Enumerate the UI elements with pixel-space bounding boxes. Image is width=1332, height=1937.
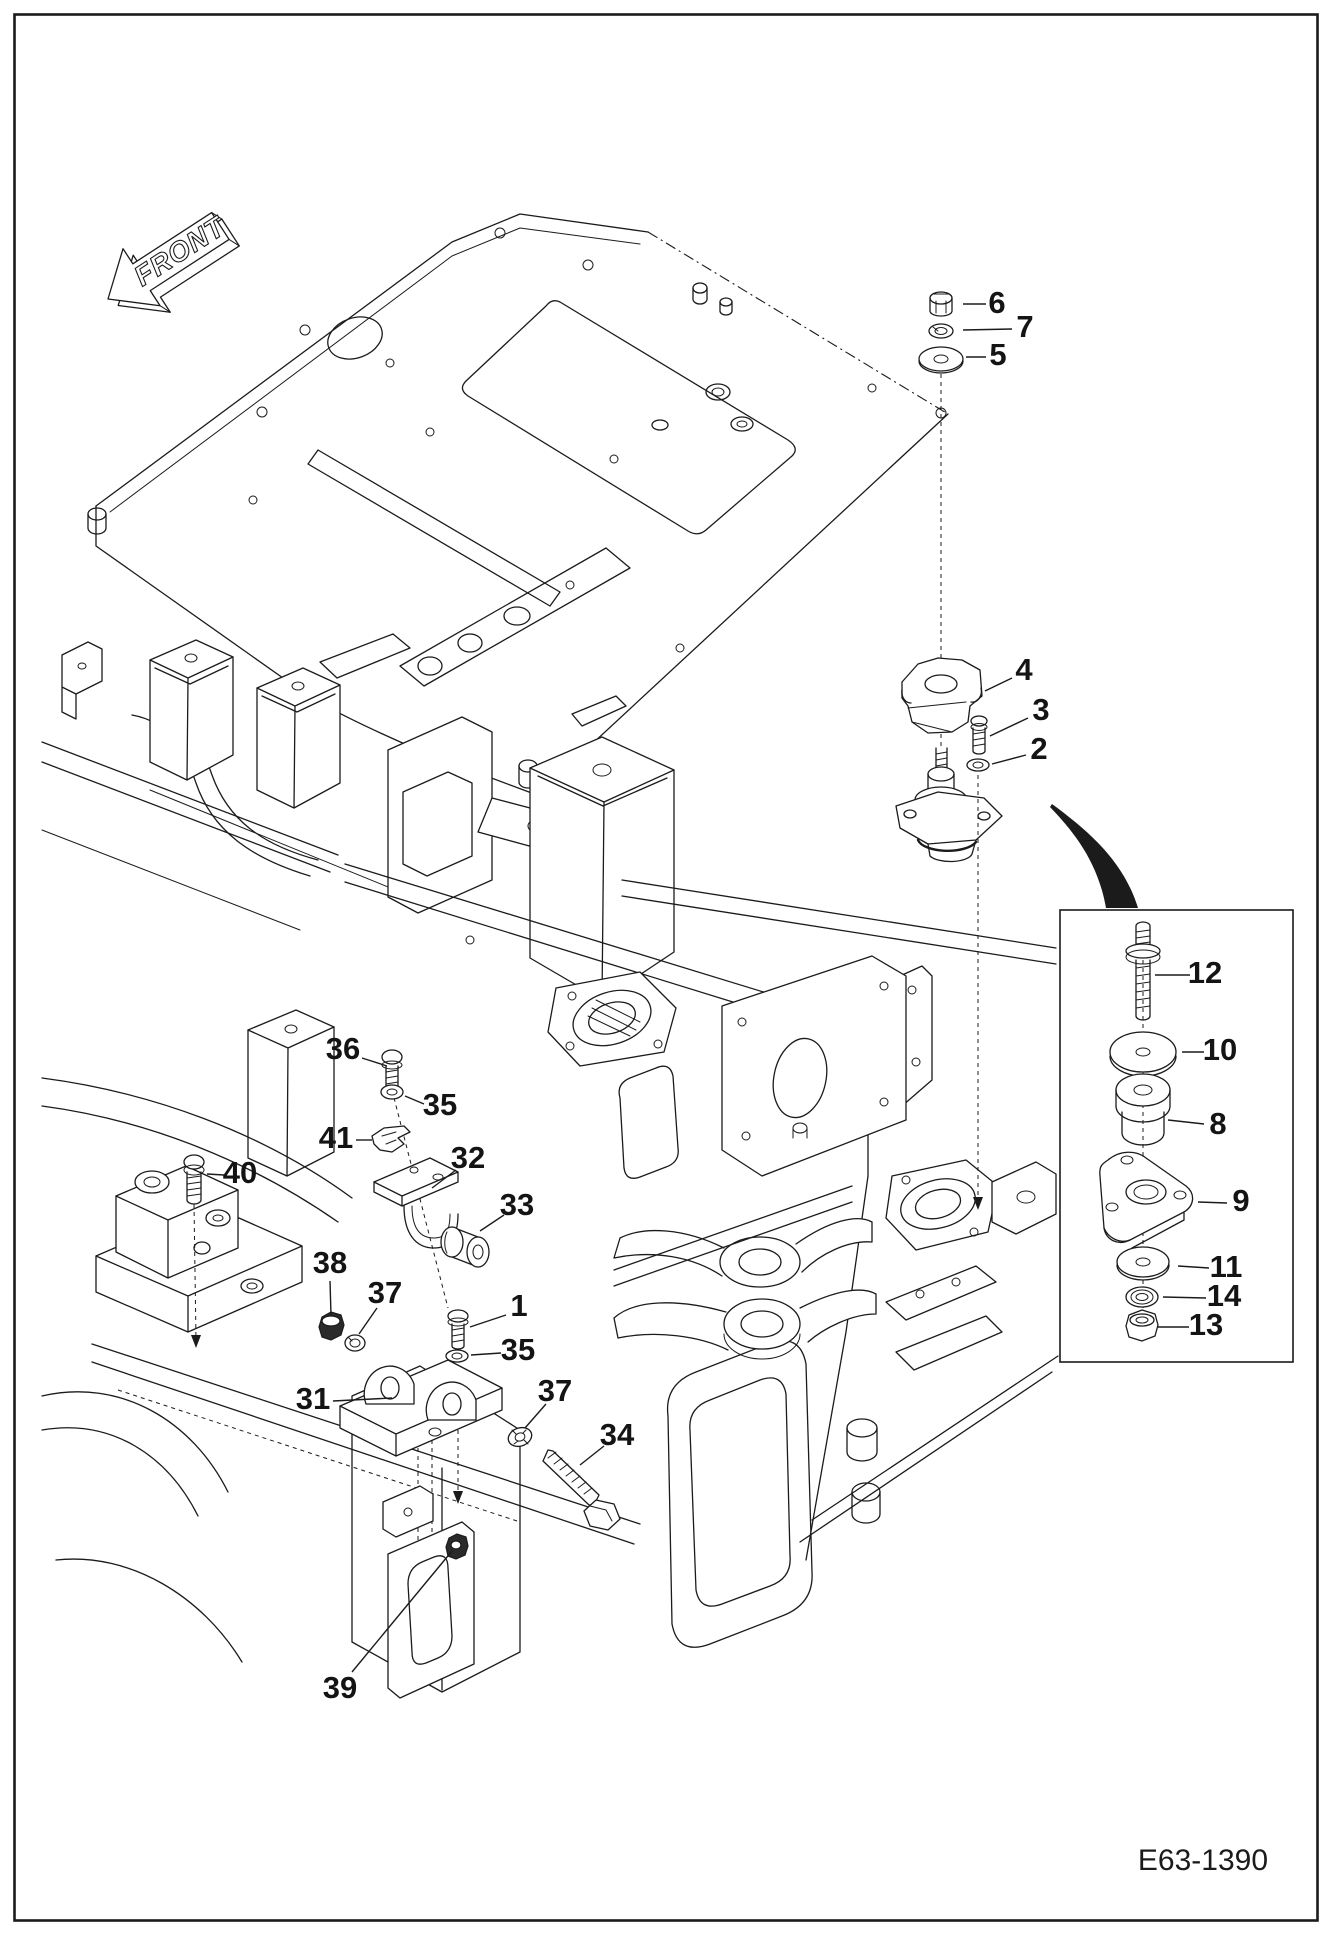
callout-label-12: 12: [1188, 955, 1222, 990]
part-8-bushing: [1115, 1073, 1171, 1146]
callout-label-35: 35: [501, 1332, 535, 1367]
callout-leader-4: [984, 677, 1013, 692]
callout-leader-35: [470, 1352, 502, 1356]
part-11-washer: [1116, 1246, 1170, 1281]
part-35-washer-b: [445, 1349, 469, 1363]
zoom-arrow: [1050, 804, 1138, 908]
callout-leader-31: [332, 1397, 393, 1402]
mount-isolator: [895, 747, 1003, 863]
callout-leader-38: [329, 1280, 332, 1316]
callout-label-11: 11: [1210, 1249, 1243, 1284]
callout-label-32: 32: [451, 1140, 485, 1175]
callout-leader-34: [579, 1445, 605, 1466]
part-39-nut: [445, 1533, 469, 1560]
callout-leader-14: [1162, 1296, 1207, 1299]
callout-label-31: 31: [296, 1381, 330, 1416]
callout-leader-37: [524, 1403, 547, 1429]
callout-leader-32: [431, 1169, 457, 1189]
callout-leader-9: [1197, 1201, 1228, 1204]
callout-label-6: 6: [988, 285, 1005, 320]
callout-label-38: 38: [313, 1245, 347, 1280]
main-frame: [41, 639, 1059, 1699]
callout-leader-1: [469, 1314, 507, 1328]
callout-label-35: 35: [423, 1087, 457, 1122]
part-34-bolt: [542, 1449, 621, 1531]
part-7-lock-washer: [928, 323, 954, 339]
callout-leader-11: [1177, 1265, 1210, 1269]
callout-label-2: 2: [1030, 731, 1047, 766]
callout-leader-3: [989, 717, 1029, 737]
callout-label-40: 40: [223, 1155, 257, 1190]
part-6-flange-nut: [929, 291, 953, 317]
callout-label-8: 8: [1209, 1106, 1226, 1141]
drawing-number: E63-1390: [1138, 1844, 1268, 1877]
callout-label-1: 1: [510, 1288, 527, 1323]
part-4-mount-bracket: [901, 657, 983, 734]
left-mount-device: [95, 1165, 303, 1333]
detail-box-border: [1059, 909, 1294, 1363]
part-3-bolt: [970, 715, 988, 755]
part-37-washer-a: [344, 1334, 366, 1352]
part-37-washer-b: [507, 1426, 533, 1448]
callout-label-13: 13: [1189, 1307, 1223, 1342]
part-40-bolt: [183, 1154, 205, 1348]
callout-leader-33: [479, 1214, 505, 1232]
callout-label-39: 39: [323, 1670, 357, 1705]
callout-label-33: 33: [500, 1187, 534, 1222]
callout-leader-40: [206, 1173, 225, 1176]
callout-label-3: 3: [1032, 692, 1049, 727]
callout-label-36: 36: [326, 1031, 360, 1066]
part-5-washer: [918, 346, 964, 374]
part-14-lock-washer: [1125, 1286, 1159, 1308]
callout-label-5: 5: [989, 337, 1006, 372]
callout-label-4: 4: [1015, 652, 1033, 687]
callout-leader-2: [991, 754, 1027, 765]
callout-label-7: 7: [1016, 309, 1033, 344]
callout-label-37: 37: [538, 1373, 572, 1408]
part-31-bracket: [339, 1359, 503, 1457]
part-38-nut: [318, 1311, 345, 1341]
callout-leader-35: [404, 1095, 425, 1105]
callout-label-14: 14: [1207, 1278, 1242, 1313]
callout-label-34: 34: [600, 1417, 635, 1452]
part-13-nut: [1125, 1309, 1159, 1342]
part-33-bushing: [440, 1226, 490, 1268]
part-9-plate: [1099, 1151, 1194, 1249]
callout-leader-7: [962, 328, 1013, 331]
callout-label-41: 41: [319, 1120, 353, 1155]
callout-leader-39: [351, 1550, 453, 1673]
callout-label-10: 10: [1203, 1032, 1237, 1067]
part-2-washer: [966, 758, 990, 772]
callout-label-9: 9: [1232, 1183, 1249, 1218]
leader-arrowhead: [973, 1197, 983, 1210]
part-35-washer-a: [380, 1084, 404, 1100]
callout-leader-37: [358, 1307, 378, 1335]
part-12-stud: [1125, 921, 1161, 1021]
callout-label-37: 37: [368, 1275, 402, 1310]
detail-box: [1059, 909, 1294, 1363]
part-1-bolt: [447, 1309, 469, 1504]
callout-leader-8: [1167, 1119, 1205, 1125]
callout-leader-36: [361, 1057, 388, 1067]
part-41-clip: [371, 1125, 411, 1153]
